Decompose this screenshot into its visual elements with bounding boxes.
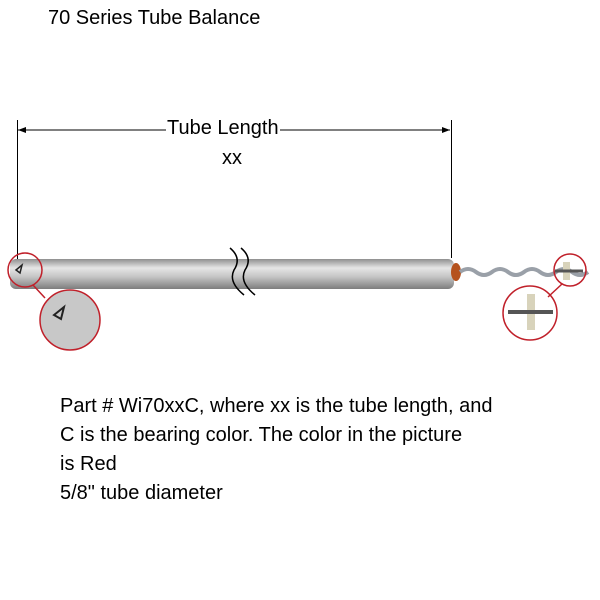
tube-length-label: Tube Length <box>166 117 280 140</box>
description-line: C is the bearing color. The color in the… <box>60 424 463 446</box>
dimension-lines <box>17 120 452 260</box>
bearing <box>451 263 461 281</box>
tube-length-value: xx <box>222 147 242 169</box>
description-line: Part # Wi70xxC, where xx is the tube len… <box>60 395 493 417</box>
page-title: 70 Series Tube Balance <box>48 7 261 29</box>
description-line: 5/8" tube diameter <box>60 482 223 504</box>
part-description: Part # Wi70xxC, where xx is the tube len… <box>60 392 492 508</box>
callout-circles <box>7 252 587 351</box>
break-mark <box>229 247 256 296</box>
description-line: is Red <box>60 453 117 475</box>
